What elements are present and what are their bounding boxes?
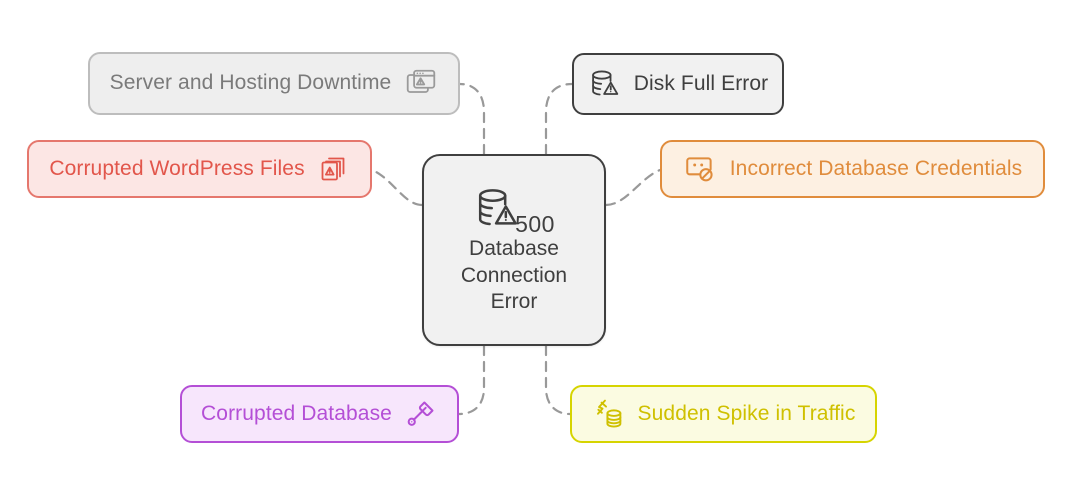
node-label-incorrect-database-credentials: Incorrect Database Credentials <box>729 156 1023 180</box>
node-disk-full-error[interactable]: Disk Full Error <box>572 53 784 115</box>
center-title-line-2: Connection <box>460 263 568 287</box>
node-corrupted-database[interactable]: Corrupted Database <box>180 385 459 443</box>
center-icon-group: 500 <box>473 184 555 237</box>
node-database-connection-error[interactable]: 500 Database Connection Error <box>422 154 606 346</box>
node-sudden-spike-in-traffic[interactable]: Sudden Spike in Traffic <box>570 385 877 443</box>
edge-to-disk-full-error <box>544 82 574 156</box>
database-warning-icon <box>473 184 523 234</box>
repair-tool-icon <box>404 397 438 431</box>
center-title: Database Connection Error <box>461 236 567 315</box>
file-stack-warning-icon <box>318 153 350 185</box>
edge-to-corrupted-database <box>457 344 486 416</box>
center-status-code: 500 <box>515 211 555 238</box>
edge-to-server-hosting-downtime <box>458 82 486 156</box>
node-label-corrupted-database: Corrupted Database <box>201 401 392 425</box>
edge-to-incorrect-database-credentials <box>604 168 662 207</box>
lightning-database-icon <box>592 397 626 431</box>
node-label-sudden-spike-in-traffic: Sudden Spike in Traffic <box>637 401 856 425</box>
center-title-line-3: Error <box>490 290 538 314</box>
center-title-line-1: Database <box>469 237 559 261</box>
node-corrupted-wordpress-files[interactable]: Corrupted WordPress Files <box>27 140 372 198</box>
node-server-hosting-downtime[interactable]: Server and Hosting Downtime <box>88 52 460 115</box>
node-label-disk-full-error: Disk Full Error <box>633 71 769 95</box>
browser-windows-warning-icon <box>404 67 438 101</box>
database-warning-icon <box>588 67 622 101</box>
node-label-server-hosting-downtime: Server and Hosting Downtime <box>109 71 392 95</box>
node-incorrect-database-credentials[interactable]: Incorrect Database Credentials <box>660 140 1045 198</box>
credentials-blocked-icon <box>683 152 717 186</box>
edge-to-sudden-spike-in-traffic <box>544 344 572 416</box>
node-label-corrupted-wordpress-files: Corrupted WordPress Files <box>49 156 305 180</box>
edge-to-corrupted-wordpress-files <box>370 168 424 207</box>
